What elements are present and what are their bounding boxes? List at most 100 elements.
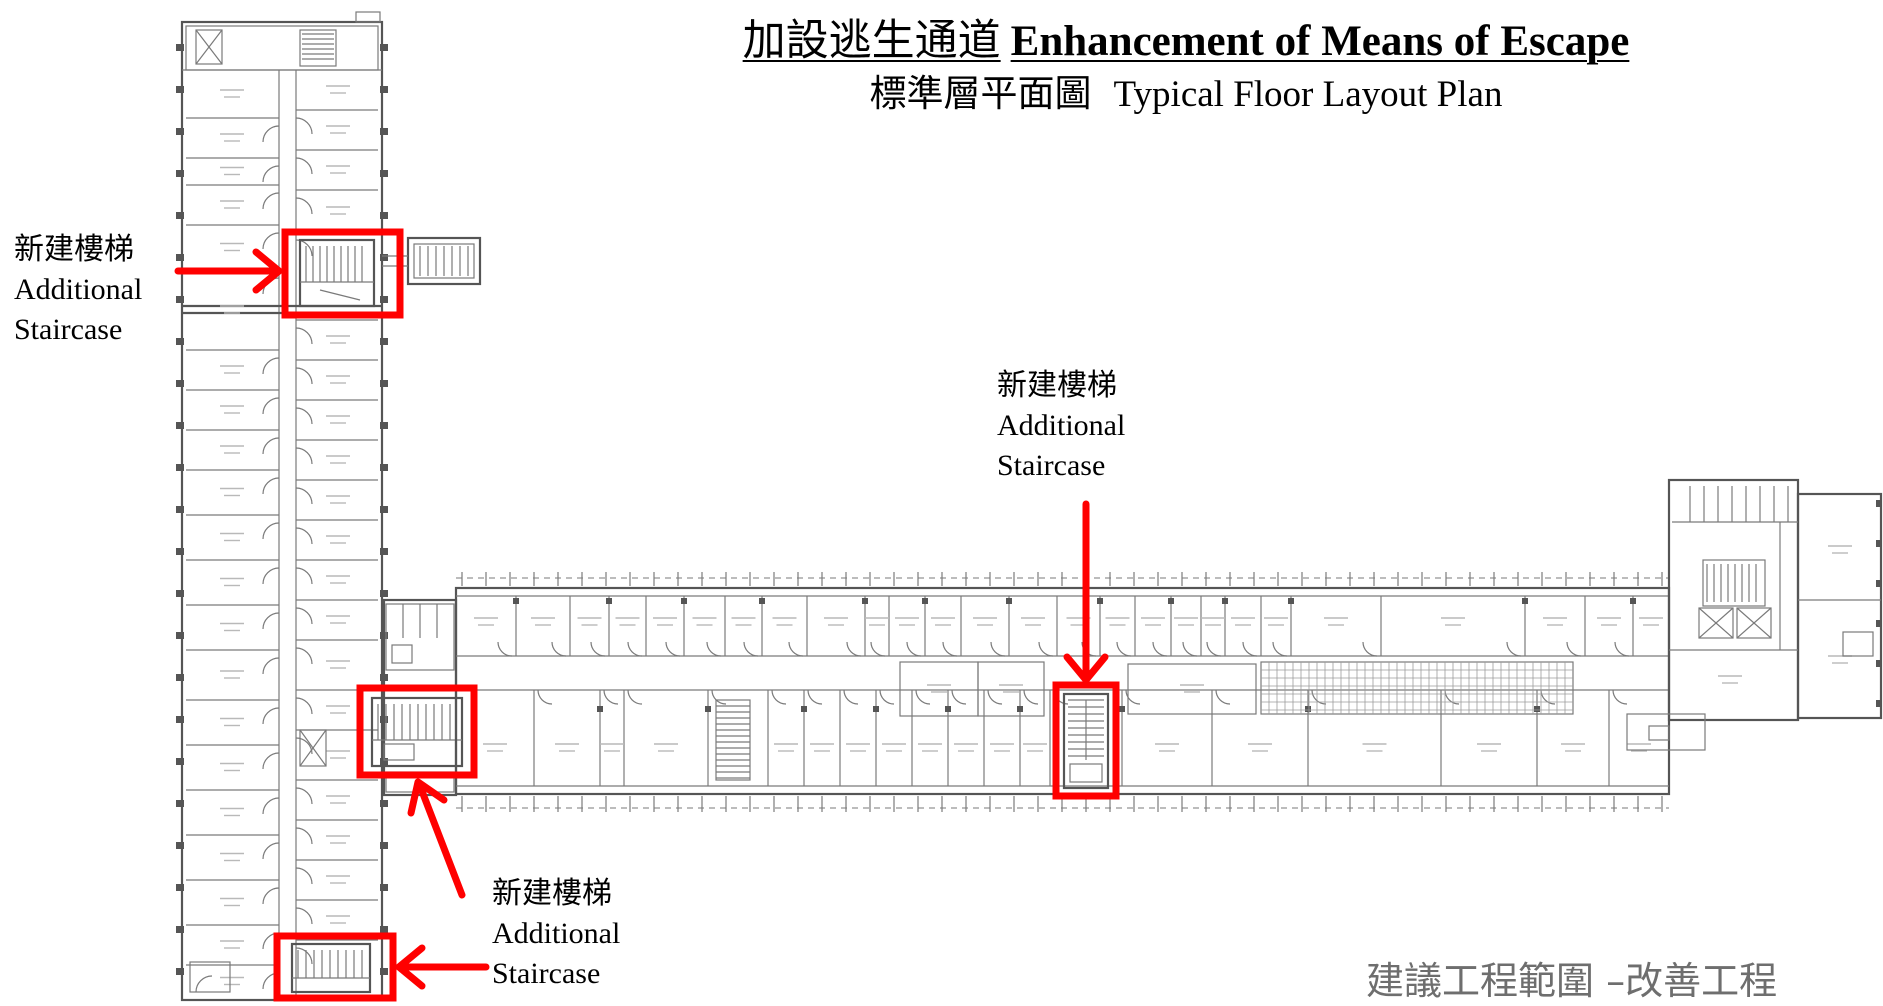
stair-core xyxy=(715,699,751,781)
door-swing xyxy=(1614,641,1630,657)
door-swing xyxy=(951,689,967,705)
stair-core xyxy=(299,29,337,67)
lift-shaft xyxy=(1698,607,1734,639)
door-swing xyxy=(295,827,313,845)
door-swing xyxy=(295,607,313,625)
door-swing xyxy=(1612,689,1628,705)
column-marker xyxy=(176,464,184,471)
column-marker xyxy=(380,44,388,51)
highlight-box-new-staircase xyxy=(1052,681,1120,800)
column-marker xyxy=(176,422,184,429)
column-marker xyxy=(380,548,388,555)
door-swing xyxy=(1362,641,1378,657)
lift-shaft xyxy=(195,29,223,65)
column-marker xyxy=(176,800,184,807)
structural-column xyxy=(1006,598,1012,604)
door-swing xyxy=(262,232,280,250)
door-swing xyxy=(990,641,1006,657)
structural-column xyxy=(873,706,879,712)
callout-label-additional-staircase: 新建樓梯 Additional Staircase xyxy=(492,874,620,994)
column-marker xyxy=(380,422,388,429)
column-marker xyxy=(380,338,388,345)
column-marker xyxy=(380,968,388,975)
structural-column xyxy=(801,706,807,712)
door-swing xyxy=(942,641,958,657)
column-marker xyxy=(1876,580,1882,587)
column-marker xyxy=(1876,500,1882,507)
column-marker xyxy=(176,842,184,849)
door-swing xyxy=(262,522,280,540)
callout-line-english-1: Additional xyxy=(14,273,143,306)
column-marker xyxy=(176,548,184,555)
callout-label-additional-staircase: 新建樓梯 Additional Staircase xyxy=(997,366,1125,486)
door-swing xyxy=(262,125,280,143)
roof-structure xyxy=(355,11,381,23)
column-marker xyxy=(380,128,388,135)
column-marker xyxy=(176,296,184,303)
column-marker xyxy=(176,212,184,219)
structural-column xyxy=(1097,598,1103,604)
door-swing xyxy=(711,689,727,705)
column-marker xyxy=(176,380,184,387)
column-marker xyxy=(380,800,388,807)
door-swing xyxy=(295,867,313,885)
door-swing xyxy=(295,737,313,755)
door-swing xyxy=(627,689,643,705)
column-marker xyxy=(176,590,184,597)
column-marker xyxy=(176,506,184,513)
door-swing xyxy=(807,689,823,705)
arrow-head xyxy=(395,944,426,990)
column-marker xyxy=(380,884,388,891)
door-swing xyxy=(262,357,280,375)
floor-plan-linework xyxy=(176,11,1883,1002)
stair-direction xyxy=(319,289,361,301)
column-marker xyxy=(176,968,184,975)
east-block-wall xyxy=(1796,492,1883,720)
column-marker xyxy=(176,86,184,93)
column-marker xyxy=(380,590,388,597)
fixture xyxy=(1842,631,1874,657)
callout-line-english-2: Staircase xyxy=(997,449,1106,482)
column-marker xyxy=(1876,700,1882,707)
door-swing xyxy=(846,641,862,657)
structural-column xyxy=(1288,598,1294,604)
column-marker xyxy=(176,926,184,933)
column-marker xyxy=(380,254,388,261)
structural-column xyxy=(597,706,603,712)
lift-lobby xyxy=(1702,559,1766,607)
column-marker xyxy=(380,464,388,471)
column-marker xyxy=(1876,540,1882,547)
structural-column xyxy=(1168,598,1174,604)
structural-column xyxy=(681,598,687,604)
column-marker xyxy=(176,170,184,177)
door-swing xyxy=(1215,689,1231,705)
structural-column xyxy=(1534,706,1540,712)
door-swing xyxy=(262,752,280,770)
door-swing xyxy=(497,641,513,657)
column-marker xyxy=(176,758,184,765)
callout-line-english-2: Staircase xyxy=(492,957,601,990)
door-swing xyxy=(879,689,895,705)
shaft-cross xyxy=(299,729,327,767)
door-swing xyxy=(1182,641,1198,657)
door-swing xyxy=(295,327,313,345)
structural-column xyxy=(1305,706,1311,712)
structural-column xyxy=(945,706,951,712)
door-swing xyxy=(262,192,280,210)
structural-column xyxy=(862,598,868,604)
door-swing xyxy=(195,975,213,993)
door-swing xyxy=(295,117,313,135)
stair-core xyxy=(298,238,376,308)
column-marker xyxy=(380,506,388,513)
door-swing xyxy=(1311,689,1327,705)
door-swing xyxy=(295,487,313,505)
door-swing xyxy=(295,647,313,665)
door-swing xyxy=(262,842,280,860)
east-block-wall xyxy=(1667,478,1800,722)
lift-shaft xyxy=(1736,607,1772,639)
door-swing xyxy=(262,887,280,905)
structural-column xyxy=(705,706,711,712)
column-marker xyxy=(176,716,184,723)
column-marker xyxy=(176,674,184,681)
